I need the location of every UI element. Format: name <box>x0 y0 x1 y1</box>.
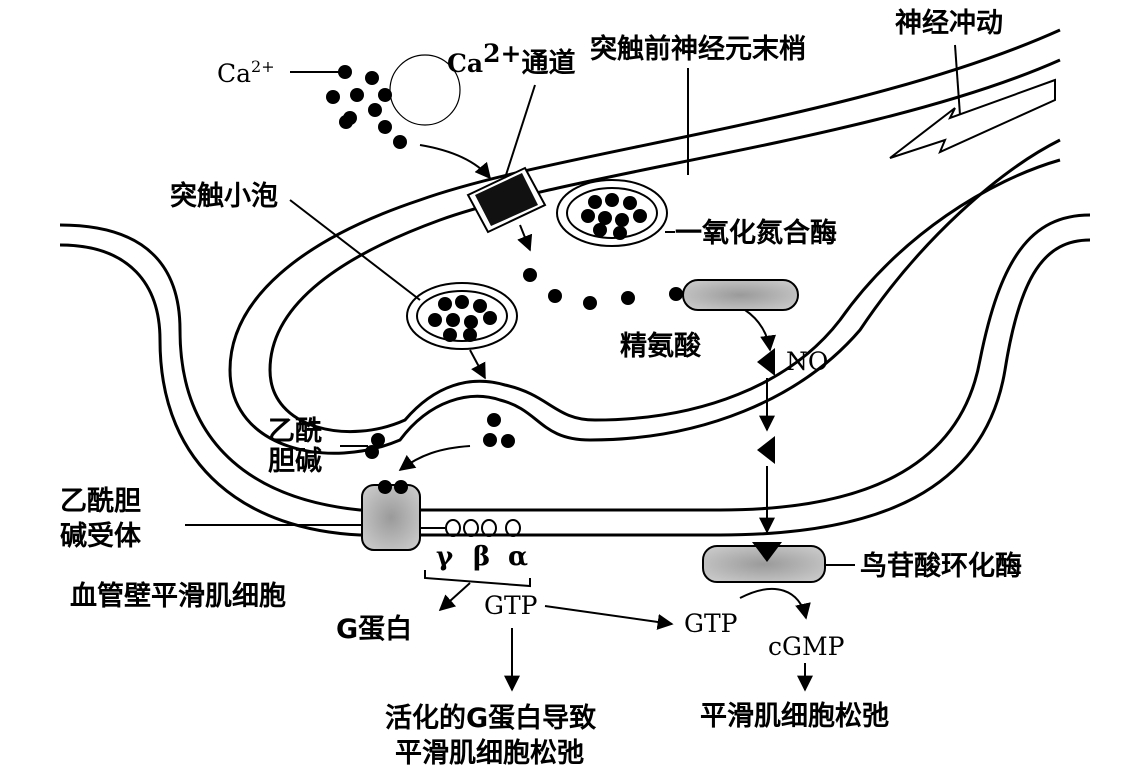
achr-label-line1: 乙酰胆 <box>60 486 141 517</box>
postsynaptic-membrane-outer <box>59 213 1091 512</box>
nos-enzyme <box>682 279 799 311</box>
gtp-to-cgmp-arrow <box>739 588 811 620</box>
synaptic-vesicle-label: 突触小泡 <box>170 180 278 212</box>
result-right-label: 平滑肌细胞松弛 <box>700 700 889 732</box>
no-bound-triangle <box>752 542 782 562</box>
ach-label-line2: 胆碱 <box>268 446 322 477</box>
nerve-impulse-pointer <box>954 44 961 116</box>
ca-ion-trail <box>523 268 683 310</box>
ca-inside-arrow <box>517 224 533 252</box>
result-left-line1: 活化的G蛋白导致 <box>385 702 596 734</box>
beta-label: β <box>473 542 490 572</box>
nerve-impulse-label: 神经冲动 <box>895 7 1003 39</box>
result-left-line2: 平滑肌细胞松弛 <box>395 737 584 769</box>
arginine-label: 精氨酸 <box>620 331 702 362</box>
ca-channel-leader <box>504 84 536 179</box>
ach-binding-arrow <box>398 445 471 471</box>
guanylate-cyclase-label: 鸟苷酸环化酶 <box>860 550 1022 582</box>
nos-label: 一氧化氮合酶 <box>675 217 837 249</box>
g-protein-subunits <box>420 519 521 537</box>
ach-receptor <box>361 484 421 551</box>
alpha-label: α <box>508 542 528 572</box>
nerve-impulse-arrow <box>889 78 1056 159</box>
achr-label-line2: 碱受体 <box>60 520 142 552</box>
ca-channel-label: Ca2+通道 <box>447 39 575 79</box>
g-protein-bracket <box>424 570 531 588</box>
released-acetylcholine <box>365 413 515 459</box>
bound-ach-1 <box>378 480 392 494</box>
ach-label-line1: 乙酰 <box>268 416 322 447</box>
gtp-to-right-arrow <box>544 605 674 630</box>
ca-channel-highlight-circle <box>389 54 461 126</box>
gamma-label: γ <box>436 542 454 572</box>
vesicle-label-leader <box>289 199 421 301</box>
ca-channel <box>466 166 547 234</box>
ca-ion-cluster <box>326 65 407 149</box>
smooth-muscle-cell-label: 血管壁平滑肌细胞 <box>70 580 286 612</box>
synaptic-vesicle-middle <box>406 282 518 350</box>
ca-entry-arrow <box>419 144 492 180</box>
arginine-to-no-arrow <box>744 309 777 352</box>
no-triangle-1 <box>757 348 775 376</box>
ca-ion-label: Ca2+ <box>217 57 275 88</box>
no-label: NO <box>786 347 828 376</box>
synaptic-vesicle-top <box>556 179 668 247</box>
presynaptic-membrane-inner <box>268 58 1061 433</box>
gtp-left-label: GTP <box>484 591 537 620</box>
no-triangle-2 <box>757 436 775 464</box>
cgmp-label: cGMP <box>768 632 844 661</box>
gtp-right-label: GTP <box>684 609 737 638</box>
vesicle-release-arrow <box>469 349 486 380</box>
presynaptic-terminal-label: 突触前神经元末梢 <box>590 33 806 65</box>
postsynaptic-membrane-inner <box>59 238 1091 537</box>
g-protein-split-arrow <box>438 582 471 612</box>
g-protein-label: G蛋白 <box>336 613 412 645</box>
bound-ach-2 <box>394 480 408 494</box>
